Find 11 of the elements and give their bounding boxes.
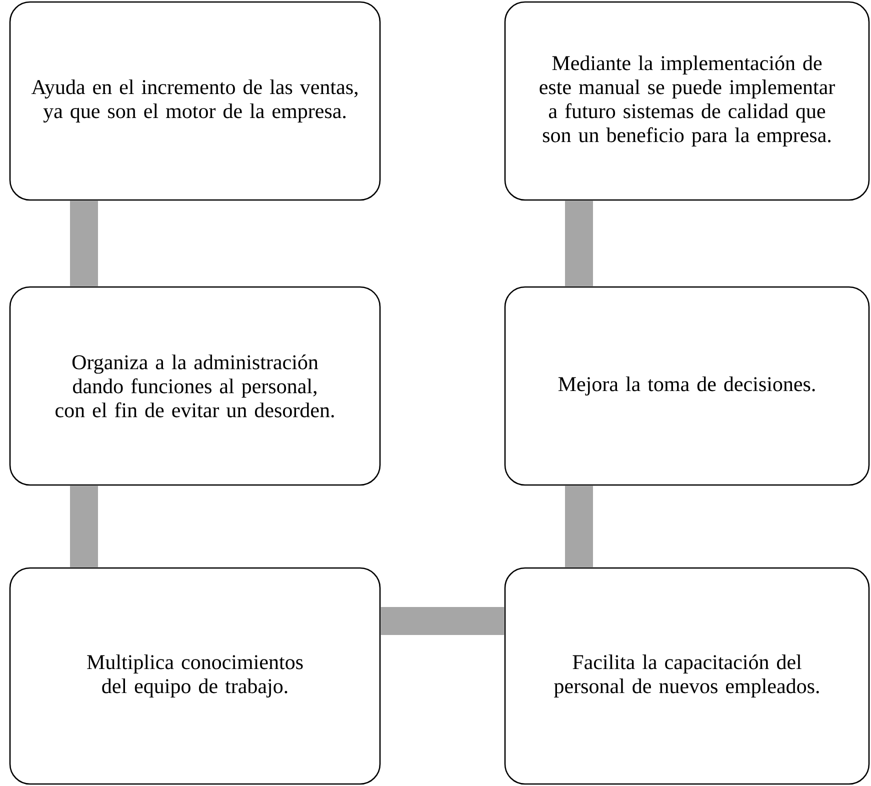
connector-bar — [565, 200, 593, 286]
text-box: Multiplica conocimientos del equipo de trabajo. — [9, 567, 381, 785]
connector-bar — [70, 486, 98, 568]
text-box: Facilita la capacitación del personal de nuevos empleados. — [504, 567, 870, 785]
connector-bar — [380, 607, 504, 635]
text-box: Mediante la implementación de este manual se puede implementar a futuro sistemas de calidad que son un beneficio para la empresa. — [504, 1, 870, 201]
text-box: Organiza a la administración dando funciones al personal, con el fin de evitar un desorden. — [9, 286, 381, 486]
connector-bar — [565, 486, 593, 568]
connector-bar — [70, 200, 98, 286]
text-box: Ayuda en el incremento de las ventas, ya que son el motor de la empresa. — [9, 1, 381, 201]
text-box: Mejora la toma de decisiones. — [504, 286, 870, 486]
